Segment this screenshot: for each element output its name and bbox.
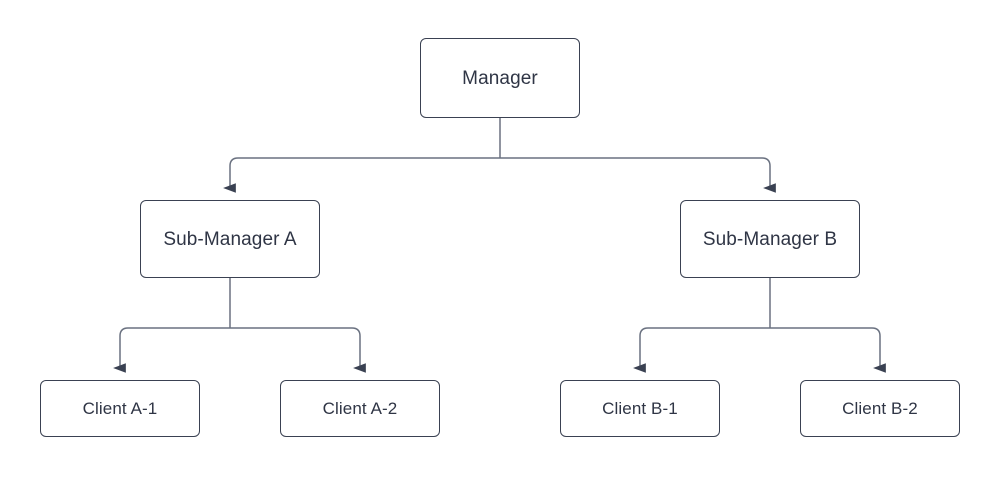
node-client-a-1[interactable]: Client A-1 (40, 380, 200, 437)
node-sub-manager-b[interactable]: Sub-Manager B (680, 200, 860, 278)
node-sub-manager-a[interactable]: Sub-Manager A (140, 200, 320, 278)
node-client-a-1-label: Client A-1 (82, 399, 158, 418)
node-manager[interactable]: Manager (420, 38, 580, 118)
node-sub-manager-b-label: Sub-Manager B (702, 228, 838, 250)
edge-sub-a-to-client-a-1 (113, 327, 230, 373)
edge-sub-b-to-client-b-1 (633, 327, 770, 373)
edge-manager-to-sub-b (500, 157, 776, 193)
node-client-b-1[interactable]: Client B-1 (560, 380, 720, 437)
edge-manager-to-sub-a (223, 157, 500, 193)
node-client-b-1-label: Client B-1 (602, 399, 678, 418)
edge-sub-a-to-client-a-2 (230, 327, 366, 373)
edge-sub-b-to-client-b-2 (770, 327, 886, 373)
node-client-b-2[interactable]: Client B-2 (800, 380, 960, 437)
node-client-a-2[interactable]: Client A-2 (280, 380, 440, 437)
node-manager-label: Manager (462, 67, 538, 89)
node-client-a-2-label: Client A-2 (322, 399, 398, 418)
node-client-b-2-label: Client B-2 (842, 399, 918, 418)
node-sub-manager-a-label: Sub-Manager A (163, 228, 297, 250)
